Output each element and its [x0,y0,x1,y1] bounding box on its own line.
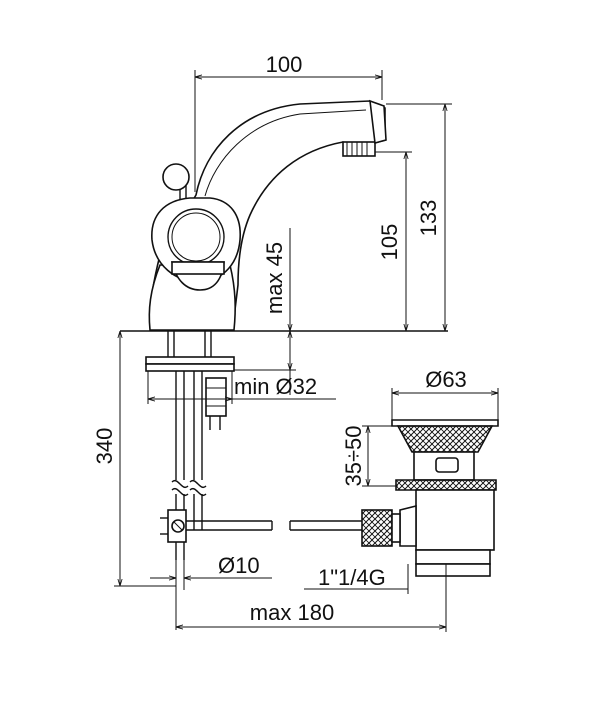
dim-spout-height: 105 [375,151,412,331]
label-340: 340 [92,428,117,465]
dim-hole-diameter: min Ø32 [147,371,336,404]
label-max-45: max 45 [262,242,287,314]
dim-deck-thickness: max 45 [234,228,296,395]
label-min-32: min Ø32 [234,374,317,399]
label-100: 100 [266,52,303,77]
label-133: 133 [416,200,441,237]
under-deck-fixings [145,331,362,560]
dim-waste-thread: 1"1/4G [304,564,409,594]
label-35-50: 35÷50 [341,425,366,486]
dim-total-height: 133 [386,103,452,331]
dim-waste-height: 35÷50 [341,425,398,487]
mixer-body [148,99,387,331]
label-max-180: max 180 [250,600,334,625]
fixing-nut [205,377,227,417]
aerator [342,141,376,157]
label-10: Ø10 [218,553,260,578]
dim-waste-diameter: Ø63 [391,367,499,420]
dim-max-pipe: max 180 [176,564,447,632]
label-thread: 1"1/4G [318,565,386,590]
dim-pipe-diameter: Ø10 [150,553,272,630]
pop-up-waste [361,419,499,577]
dim-spout-reach: 100 [194,52,383,192]
lever-knob [162,163,190,191]
dim-total-below: 340 [92,331,176,587]
label-105: 105 [377,224,402,261]
label-63: Ø63 [425,367,467,392]
